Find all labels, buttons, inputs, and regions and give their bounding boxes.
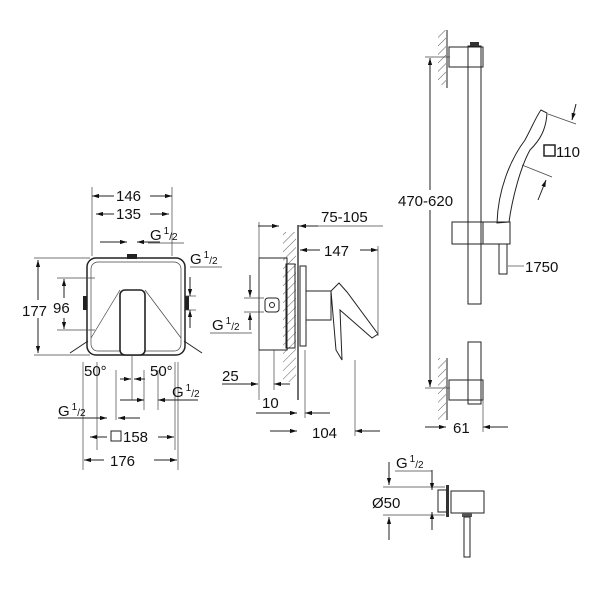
dim-offset-10: 10 [262, 395, 279, 412]
dim-width-135: 135 [116, 206, 141, 223]
dim-handle-104: 104 [312, 425, 337, 442]
rail-bar [467, 45, 482, 305]
escutcheon [305, 290, 332, 321]
angle-right: 50° [150, 363, 173, 380]
mixer-handle [119, 289, 146, 356]
bottom-bracket [448, 379, 484, 401]
angle-left: 50° [84, 363, 107, 380]
lever-side [330, 282, 379, 361]
outlet-elbow [450, 490, 485, 514]
dim-width-146: 146 [116, 188, 141, 205]
shower-rail: 110 1750 470-620 61 [398, 30, 580, 437]
dim-outlet-diameter: Ø50 [372, 495, 400, 512]
dim-plate-176: 176 [110, 453, 135, 470]
dim-hose-1750: 1750 [525, 259, 558, 276]
dim-height-96: 96 [53, 300, 70, 317]
dim-head-110: 110 [556, 144, 580, 161]
dim-plate-158: 158 [123, 429, 148, 446]
square-icon [110, 430, 122, 442]
dim-height-177: 177 [22, 303, 47, 320]
dim-install-depth: 75-105 [321, 209, 368, 226]
valve-cartridge [264, 297, 280, 313]
top-inlet [127, 254, 137, 259]
slider [451, 221, 511, 245]
dim-rail-470-620: 470-620 [398, 193, 453, 210]
dim-wall-61: 61 [453, 420, 470, 437]
hand-shower [496, 109, 548, 224]
top-bracket [448, 46, 484, 68]
outlet-hose [463, 516, 471, 558]
dim-projection-147: 147 [324, 243, 349, 260]
concealed-body [258, 257, 288, 351]
wall-hatch [283, 232, 296, 382]
hose [498, 243, 508, 275]
dim-box-depth-25: 25 [222, 368, 239, 385]
square-icon [543, 144, 556, 157]
